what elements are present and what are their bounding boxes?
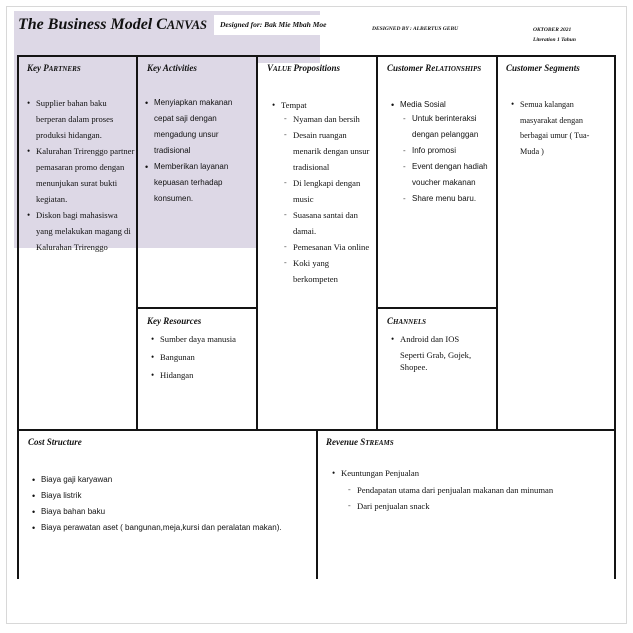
list-item: Biaya bahan baku (32, 504, 314, 520)
customer-relationships-parent: Media Sosial (400, 100, 446, 109)
sub-list-item: Koki yang berkompeten (284, 255, 376, 287)
canvas-title: The Business Model CANVAS (18, 16, 207, 34)
sub-list-item: Pemesanan Via online (284, 239, 376, 255)
customer-segments-title: Customer Segments (506, 63, 580, 73)
key-partners-list: Supplier bahan baku berperan dalam prose… (27, 95, 135, 255)
customer-relationships-sublist: Untuk berinteraksi dengan pelanggan Info… (403, 111, 495, 207)
page-frame (6, 6, 627, 624)
channels-title: CHANNELS (387, 316, 427, 326)
list-item: Biaya perawatan aset ( bangunan,meja,kur… (32, 520, 314, 536)
cost-structure-list: Biaya gaji karyawan Biaya listrik Biaya … (32, 472, 314, 536)
channels-extra-text: Seperti Grab, Gojek, Shopee. (400, 350, 472, 372)
value-propositions-list: Tempat Nyaman dan bersih Desain ruangan … (272, 99, 376, 287)
grid-top-rule (17, 55, 616, 57)
customer-segments-list: Semua kalangan masyarakat dengan berbaga… (511, 97, 607, 159)
grid-cost-revenue-divider (316, 429, 318, 579)
list-item: Hidangan (151, 366, 255, 384)
list-item: Biaya listrik (32, 488, 314, 504)
list-item: Tempat Nyaman dan bersih Desain ruangan … (272, 99, 376, 287)
grid-right-border (614, 55, 616, 579)
list-item: Biaya gaji karyawan (32, 472, 314, 488)
grid-divider-1 (136, 55, 138, 430)
revenue-streams-list: Keuntungan Penjualan Pendapatan utama da… (332, 465, 612, 514)
sub-list-item: Nyaman dan bersih (284, 111, 376, 127)
date-label: OKTOBER 2021 (533, 27, 572, 33)
value-propositions-title: VALUE Propositions (267, 63, 340, 73)
sub-list-item: Pendapatan utama dari penjualan makanan … (348, 482, 612, 498)
cost-structure-title: Cost Structure (28, 437, 82, 447)
sub-list-item: Info promosi (403, 143, 495, 159)
sub-list-item: Suasana santai dan damai. (284, 207, 376, 239)
list-item: Kalurahan Trirenggo partner pemasaran pr… (27, 143, 135, 207)
date-block: OKTOBER 2021 Literation 1 Tahun (533, 25, 576, 45)
key-activities-list: Menyiapkan makanan cepat saji dengan men… (145, 95, 253, 207)
key-partners-title: Key PARTNERS (27, 63, 81, 73)
sub-list-item: Di lengkapi dengan music (284, 175, 376, 207)
sub-list-item: Untuk berinteraksi dengan pelanggan (403, 111, 495, 143)
grid-divider-4 (496, 55, 498, 430)
iteration-label: Literation 1 Tahun (533, 37, 576, 43)
grid-relationships-channels-rule (376, 307, 498, 309)
list-item: Sumber daya manusia (151, 330, 255, 348)
list-item: Bangunan (151, 348, 255, 366)
key-resources-title: Key Resources (147, 316, 202, 326)
canvas-title-main: The Business Model C (18, 16, 167, 33)
sub-list-item: Share menu baru. (403, 191, 495, 207)
customer-relationships-title: Customer ReLATIONSHIPS (387, 63, 482, 73)
grid-left-border (17, 55, 19, 579)
list-item: Keuntungan Penjualan Pendapatan utama da… (332, 465, 612, 514)
sub-list-item: Dari penjualan snack (348, 498, 612, 514)
revenue-streams-sublist: Pendapatan utama dari penjualan makanan … (348, 482, 612, 514)
list-item: Supplier bahan baku berperan dalam prose… (27, 95, 135, 143)
value-propositions-parent: Tempat (281, 100, 307, 110)
list-item: Android dan IOS (391, 331, 495, 347)
revenue-streams-title: Revenue STREAMS (326, 437, 394, 447)
sub-list-item: Desain ruangan menarik dengan unsur trad… (284, 127, 376, 175)
list-item: Memberikan layanan kepuasan terhadap kon… (145, 159, 253, 207)
list-item: Menyiapkan makanan cepat saji dengan men… (145, 95, 253, 159)
grid-activities-resources-rule (136, 307, 258, 309)
list-item: Media Sosial Untuk berinteraksi dengan p… (391, 99, 495, 207)
key-resources-list: Sumber daya manusia Bangunan Hidangan (151, 330, 255, 384)
list-item: Semua kalangan masyarakat dengan berbaga… (511, 97, 607, 159)
customer-relationships-list: Media Sosial Untuk berinteraksi dengan p… (391, 99, 495, 207)
designed-by-label: DESIGNED BY : ALBERTUS GEBU (372, 26, 459, 32)
list-item: Diskon bagi mahasiswa yang melakukan mag… (27, 207, 135, 255)
channels-list: Android dan IOS (391, 331, 495, 347)
sub-list-item: Event dengan hadiah voucher makanan (403, 159, 495, 191)
designed-for-label: Designed for: Bak Mie Mbah Moe (214, 15, 360, 35)
key-activities-title: Key Activities (147, 63, 197, 73)
value-propositions-sublist: Nyaman dan bersih Desain ruangan menarik… (284, 111, 376, 287)
grid-divider-3 (376, 55, 378, 430)
revenue-streams-parent: Keuntungan Penjualan (341, 468, 420, 478)
grid-divider-2 (256, 55, 258, 430)
canvas-title-smallcaps: ANVAS (166, 18, 207, 32)
